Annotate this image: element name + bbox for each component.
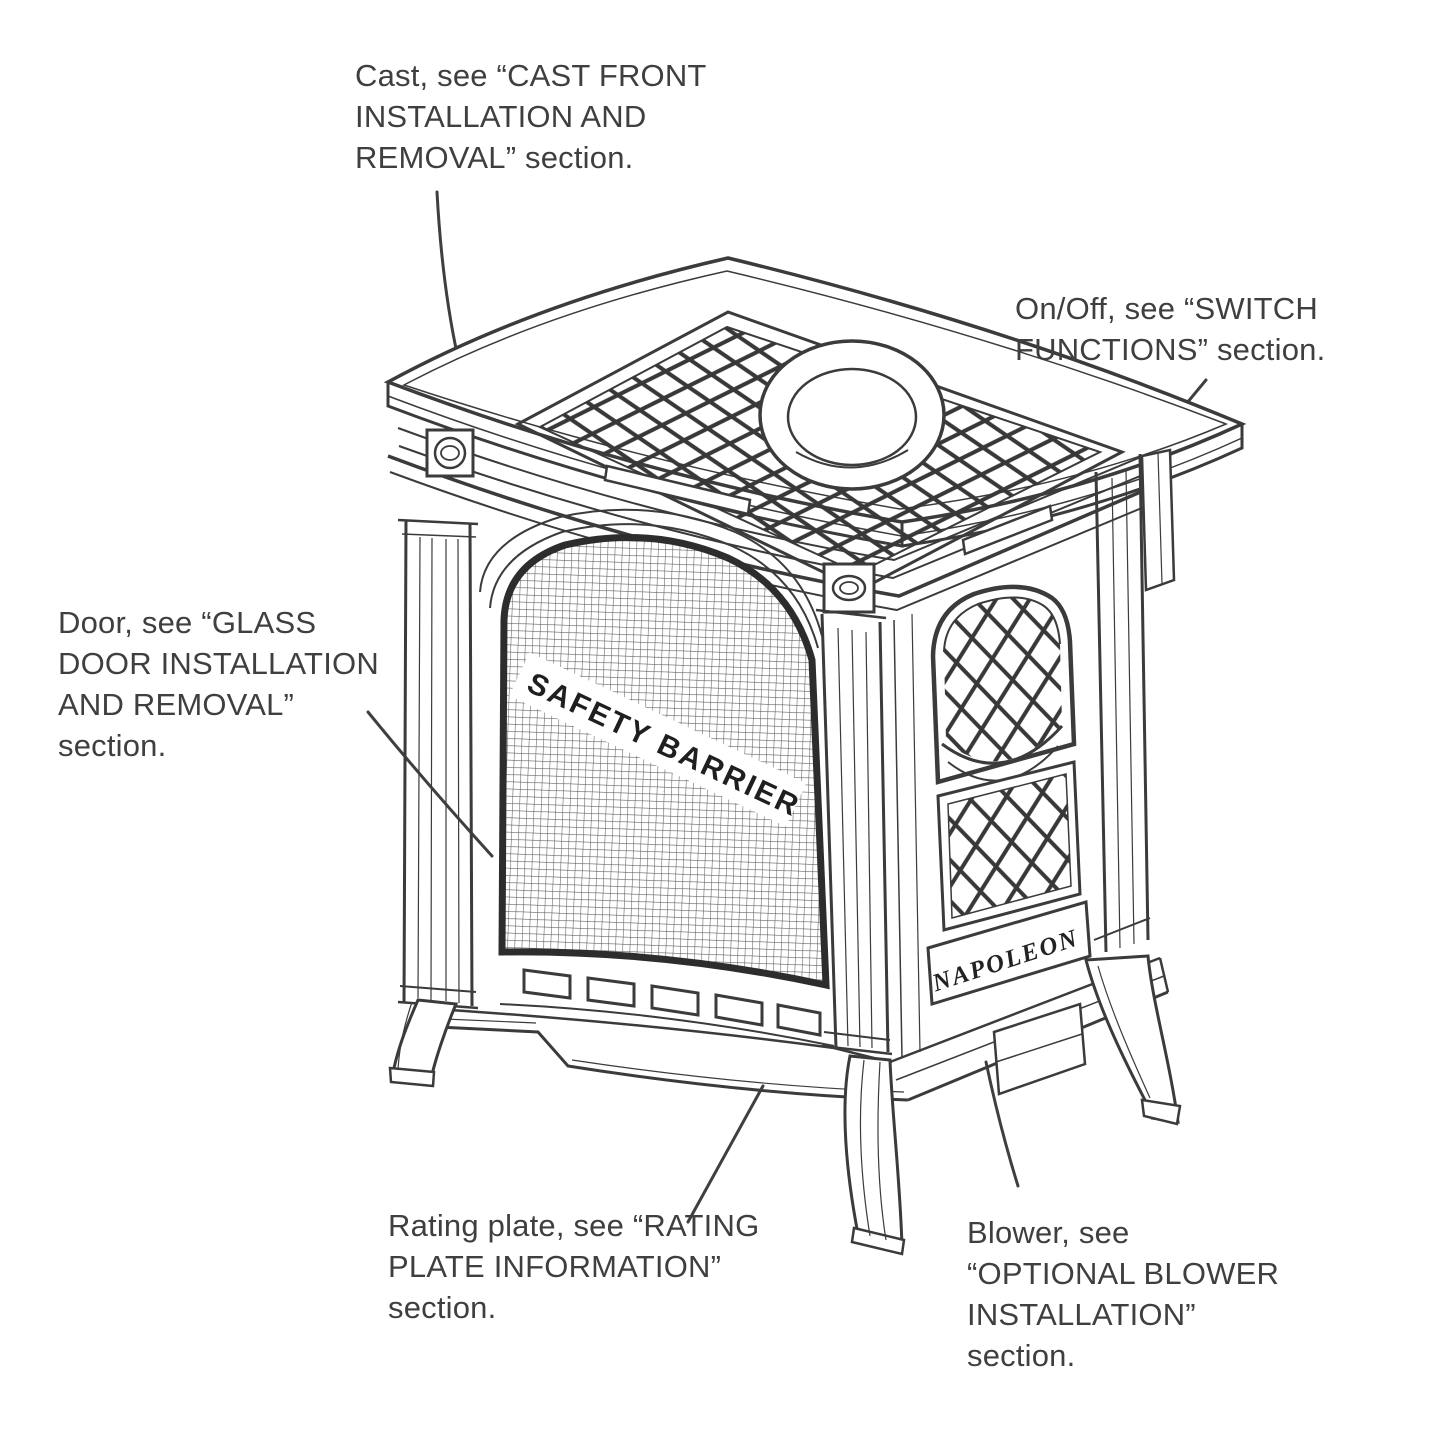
vent-slot [586, 976, 636, 1008]
callout-cast-front: Cast, see “CAST FRONT INSTALLATION AND R… [355, 58, 707, 175]
rear-right-pillar [1093, 453, 1151, 953]
door-frame [498, 533, 830, 990]
blower-housing [992, 1002, 1087, 1096]
leader-lines [366, 190, 1208, 1224]
top-grill-border-outer [514, 310, 1126, 592]
rosette-right [822, 562, 876, 614]
legs [388, 954, 1182, 1256]
callout-rating-plate: Rating plate, see “RATING PLATE INFORMAT… [388, 1208, 760, 1325]
callout-blower: Blower, see “OPTIONAL BLOWER INSTALLATIO… [967, 1215, 1280, 1373]
callout-glass-door: Door, see “GLASS DOOR INSTALLATION AND R… [58, 605, 379, 763]
side-lower-lattice-panel [936, 760, 1082, 932]
flue-cutout-lip [795, 449, 909, 469]
vent-slot [714, 993, 764, 1027]
side-frieze-slot [961, 504, 1054, 556]
flue-cutout-inner-ring [786, 367, 918, 467]
front-arch-band [479, 508, 823, 649]
front-center-leg [843, 1054, 906, 1256]
front-frieze-slot [603, 464, 752, 516]
top-slab-edge-right [901, 424, 1244, 548]
rating-plate-leader-line [686, 1084, 765, 1224]
callout-on-off-switch: On/Off, see “SWITCH FUNCTIONS” section. [1015, 291, 1326, 367]
glass-door: SAFETY BARRIER [498, 533, 830, 990]
cast-leader-line [435, 190, 460, 360]
front-left-leg [388, 998, 459, 1088]
door-bottom-rail [499, 968, 835, 1047]
side-arched-window [930, 584, 1077, 785]
fan-motif-arc [941, 724, 1064, 765]
door-leader-line [366, 710, 494, 858]
rear-right-leg [1084, 954, 1182, 1126]
blower-leader-line [984, 1060, 1020, 1188]
on-off-switch-bracket [1140, 448, 1176, 592]
front-right-pillar [815, 608, 893, 1056]
flue-cutout [758, 339, 946, 491]
vent-slot [776, 1003, 822, 1037]
rosette-left [425, 428, 475, 478]
vent-slot [650, 984, 700, 1017]
vent-slot [522, 968, 572, 1000]
